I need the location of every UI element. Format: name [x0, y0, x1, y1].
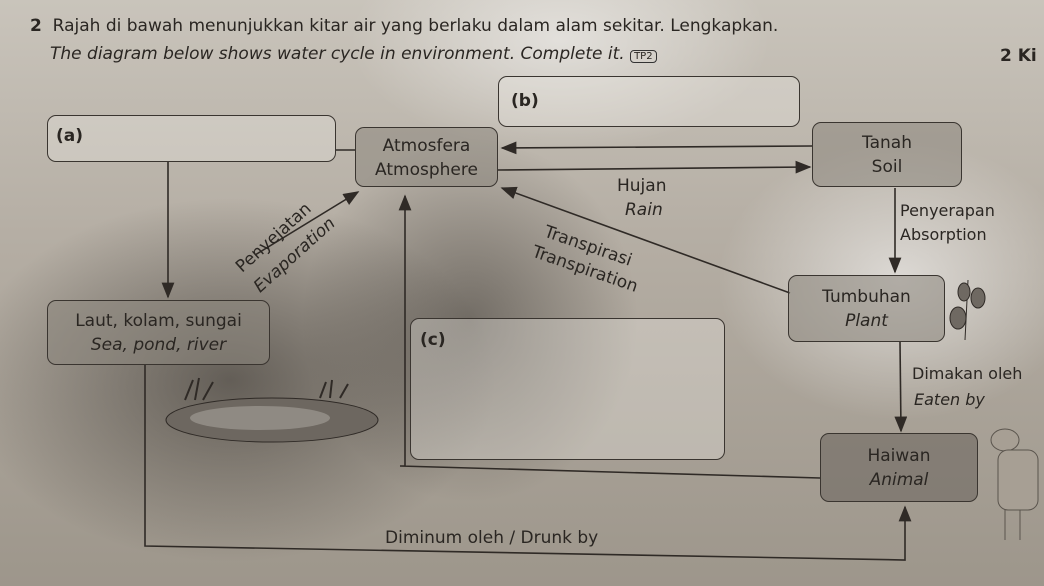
label-a: (a): [56, 126, 84, 146]
rain-ms: Hujan: [617, 176, 667, 196]
label-b: (b): [511, 91, 539, 111]
absorption-ms: Penyerapan: [900, 201, 995, 220]
answer-box-a[interactable]: (a): [47, 115, 336, 162]
soil-en: Soil: [871, 157, 903, 177]
water-bodies-en: Sea, pond, river: [90, 335, 227, 355]
atmosphere-box: Atmosfera Atmosphere: [355, 127, 498, 187]
deer-illustration: [990, 428, 1039, 540]
eaten-by-ms: Dimakan oleh: [912, 364, 1023, 383]
next-page-fragment: 2 Ki: [1000, 46, 1037, 66]
arrow-atmosphere-to-soil: [497, 160, 812, 174]
rain-en: Rain: [625, 200, 663, 220]
animal-box: Haiwan Animal: [820, 433, 978, 502]
drunk-by-label: Diminum oleh / Drunk by: [385, 528, 599, 548]
animal-en: Animal: [869, 470, 929, 490]
tp-badge: TP2: [630, 50, 657, 63]
arrow-animal-to-atmosphere: [398, 194, 821, 479]
eaten-by-en: Eaten by: [914, 390, 985, 409]
label-c: (c): [420, 330, 446, 350]
answer-box-b[interactable]: (b): [498, 76, 800, 127]
soil-box: Tanah Soil: [812, 122, 962, 187]
plant-en: Plant: [845, 311, 888, 331]
arrow-soil-to-atmosphere: [500, 141, 813, 155]
question-text-malay: Rajah di bawah menunjukkan kitar air yan…: [52, 16, 779, 36]
arrow-transpiration: [500, 186, 791, 294]
water-bodies-box: Laut, kolam, sungai Sea, pond, river: [47, 300, 270, 365]
answer-box-c[interactable]: [410, 318, 725, 460]
absorption-en: Absorption: [900, 225, 987, 244]
question-text-english: The diagram below shows water cycle in e…: [50, 44, 625, 64]
water-bodies-ms: Laut, kolam, sungai: [75, 311, 242, 331]
plant-ms: Tumbuhan: [822, 287, 911, 307]
animal-ms: Haiwan: [867, 446, 931, 466]
arrow-eaten-by: [894, 341, 908, 433]
arrow-evaporation: [254, 191, 360, 256]
arrow-drunk-by: [144, 365, 912, 561]
pond-illustration: [165, 377, 379, 443]
question-number: 2: [30, 16, 42, 36]
atmosphere-ms: Atmosfera: [382, 136, 471, 156]
question-text-ms: 2 Rajah di bawah menunjukkan kitar air y…: [30, 16, 778, 36]
atmosphere-en: Atmosphere: [375, 160, 478, 180]
plant-illustration: [949, 279, 986, 341]
plant-box: Tumbuhan Plant: [788, 275, 945, 342]
soil-ms: Tanah: [862, 133, 912, 153]
question-text-en: The diagram below shows water cycle in e…: [50, 44, 657, 64]
